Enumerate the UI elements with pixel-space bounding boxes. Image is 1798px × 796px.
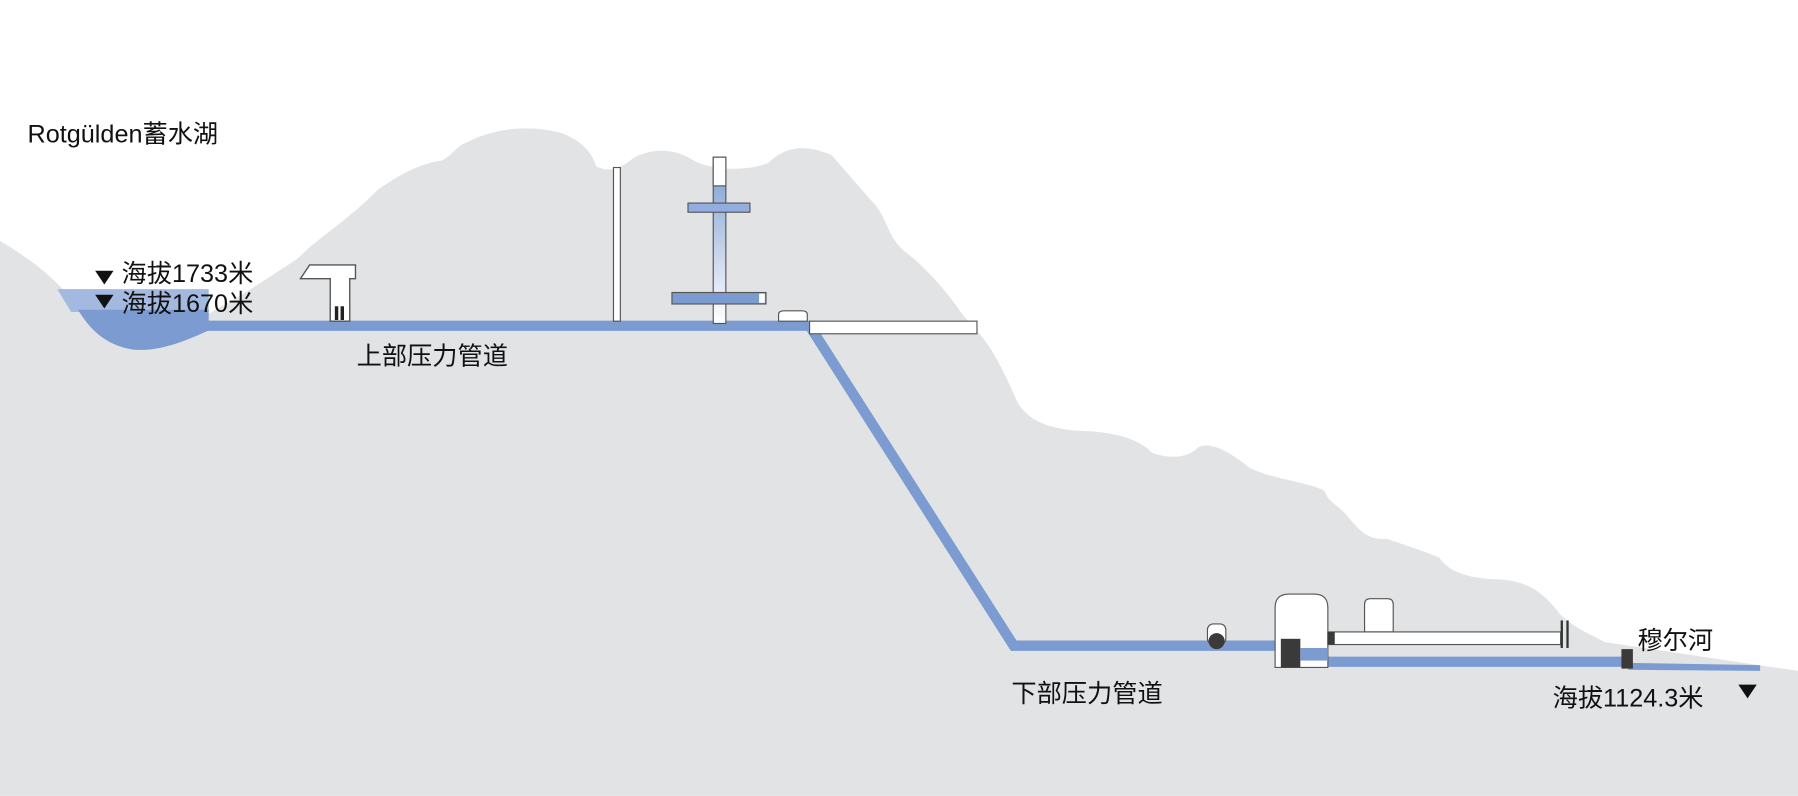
upper-penstock-label: 上部压力管道 (357, 343, 508, 371)
turbine (1280, 638, 1301, 668)
vent-shaft (612, 166, 621, 322)
surge-shaft-top (712, 156, 727, 187)
river-elevation-label: 海拔1124.3米 (1553, 684, 1704, 712)
access-tunnel (808, 320, 978, 335)
valve-chamber (778, 310, 808, 322)
lower-penstock-label: 下部压力管道 (1011, 680, 1162, 708)
lower-valve (1208, 633, 1225, 650)
river-label: 穆尔河 (1637, 627, 1713, 655)
reservoir-label: Rotgülden蓄水湖 (28, 120, 219, 148)
outlet-tower (1363, 598, 1394, 633)
surge-lower-chamber-air (759, 293, 765, 303)
outlet-end-gate (1560, 620, 1563, 648)
elevation-top-label: 海拔1733米 (122, 260, 254, 288)
reservoir-water (77, 309, 209, 350)
surge-lower-chamber (671, 291, 767, 305)
river-water (1628, 662, 1761, 671)
tailrace-inlet (1300, 647, 1328, 661)
outlet-gate-dark (1327, 631, 1335, 645)
outlet-end-gate (1566, 620, 1569, 648)
elevation-low-label: 海拔1670米 (122, 290, 254, 318)
intake-gate (340, 306, 345, 321)
water-level-marker-icon (95, 294, 114, 309)
surge-upper-chamber (687, 202, 751, 213)
intake-gate (334, 306, 339, 321)
water-level-marker-icon (1738, 684, 1757, 699)
outlet-tunnel (1327, 631, 1562, 646)
tailrace-outlet-gate (1621, 649, 1633, 669)
upper-penstock-pipe (183, 320, 1282, 651)
water-level-marker-icon (95, 270, 114, 285)
